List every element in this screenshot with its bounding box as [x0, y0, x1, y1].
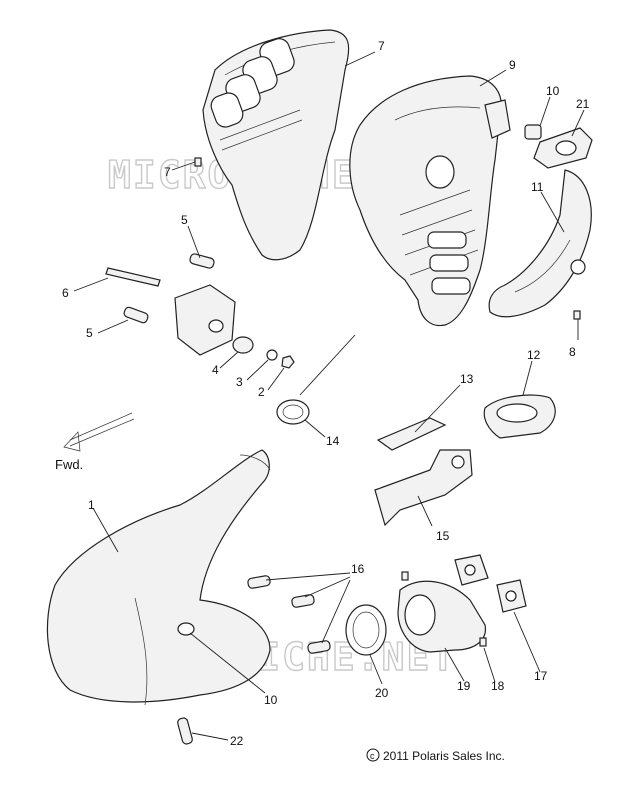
bolt-part-7-upper: [194, 157, 202, 167]
callout-13: 13: [460, 372, 474, 386]
gasket-part-17-a: [454, 554, 489, 586]
callout-10-bottom: 10: [264, 693, 278, 707]
bolt-part-7-right: [573, 310, 581, 320]
spring-part-5-upper: [189, 253, 215, 269]
bracket-assembly: [174, 284, 236, 356]
spring-part-16-c: [307, 640, 331, 654]
heat-shield-lower: [488, 169, 592, 318]
gasket-part-17-b: [496, 579, 527, 613]
callout-17: 17: [534, 669, 548, 683]
callout-15: 15: [436, 529, 450, 543]
callout-7-upper: 7: [164, 165, 171, 179]
callout-1: 1: [88, 498, 95, 512]
callout-6: 6: [62, 286, 69, 300]
muffler: [349, 75, 511, 327]
spring-part-5-lower: [123, 306, 149, 324]
callout-4: 4: [212, 363, 219, 377]
bolt-part-6: [105, 267, 161, 287]
copyright-icon: [366, 748, 380, 762]
callout-3: 3: [236, 375, 243, 389]
seal-part-20: [345, 604, 387, 656]
callout-2: 2: [258, 385, 265, 399]
manifold-part-19: [397, 580, 486, 653]
callout-22: 22: [230, 734, 244, 748]
callout-5-upper: 5: [181, 213, 188, 227]
bracket-part-15: [374, 449, 473, 527]
gasket-part-21: [533, 127, 593, 169]
nut-part-2: [281, 355, 295, 369]
spring-part-16-b: [291, 594, 315, 608]
washer-part-3: [266, 349, 278, 361]
spring-part-16-a: [247, 575, 271, 589]
forward-arrow: [63, 412, 135, 452]
stud-part-18-b: [479, 637, 487, 647]
callout-7-right: 8: [569, 345, 576, 359]
bracket-part-13: [376, 417, 447, 451]
stud-part-18-a: [401, 571, 409, 581]
callout-5-lower: 5: [86, 326, 93, 340]
copyright-notice: c 2011 Polaris Sales Inc.: [366, 748, 505, 763]
heat-shield-upper: [202, 29, 350, 261]
callout-14: 14: [326, 434, 340, 448]
callout-12: 12: [527, 348, 541, 362]
callout-10-top: 10: [546, 84, 560, 98]
callout-18: 18: [491, 679, 505, 693]
spring-part-22: [177, 717, 193, 745]
callout-16: 16: [351, 562, 365, 576]
gasket-ring-part-14: [276, 399, 310, 425]
leader-lines: [73, 51, 585, 741]
callout-19: 19: [457, 679, 471, 693]
callout-9: 9: [509, 58, 516, 72]
callout-20: 20: [375, 686, 389, 700]
flange-part-12: [483, 394, 556, 439]
callout-8: 7: [378, 39, 385, 53]
callout-21: 21: [576, 97, 590, 111]
copyright-symbol-c: c: [370, 751, 375, 761]
copyright-text: 2011 Polaris Sales Inc.: [383, 749, 505, 763]
grommet-part-4: [232, 336, 254, 354]
callout-11: 11: [531, 180, 544, 194]
expansion-pipe: [46, 449, 271, 706]
plug-part-10: [524, 124, 542, 140]
forward-label: Fwd.: [55, 457, 83, 472]
